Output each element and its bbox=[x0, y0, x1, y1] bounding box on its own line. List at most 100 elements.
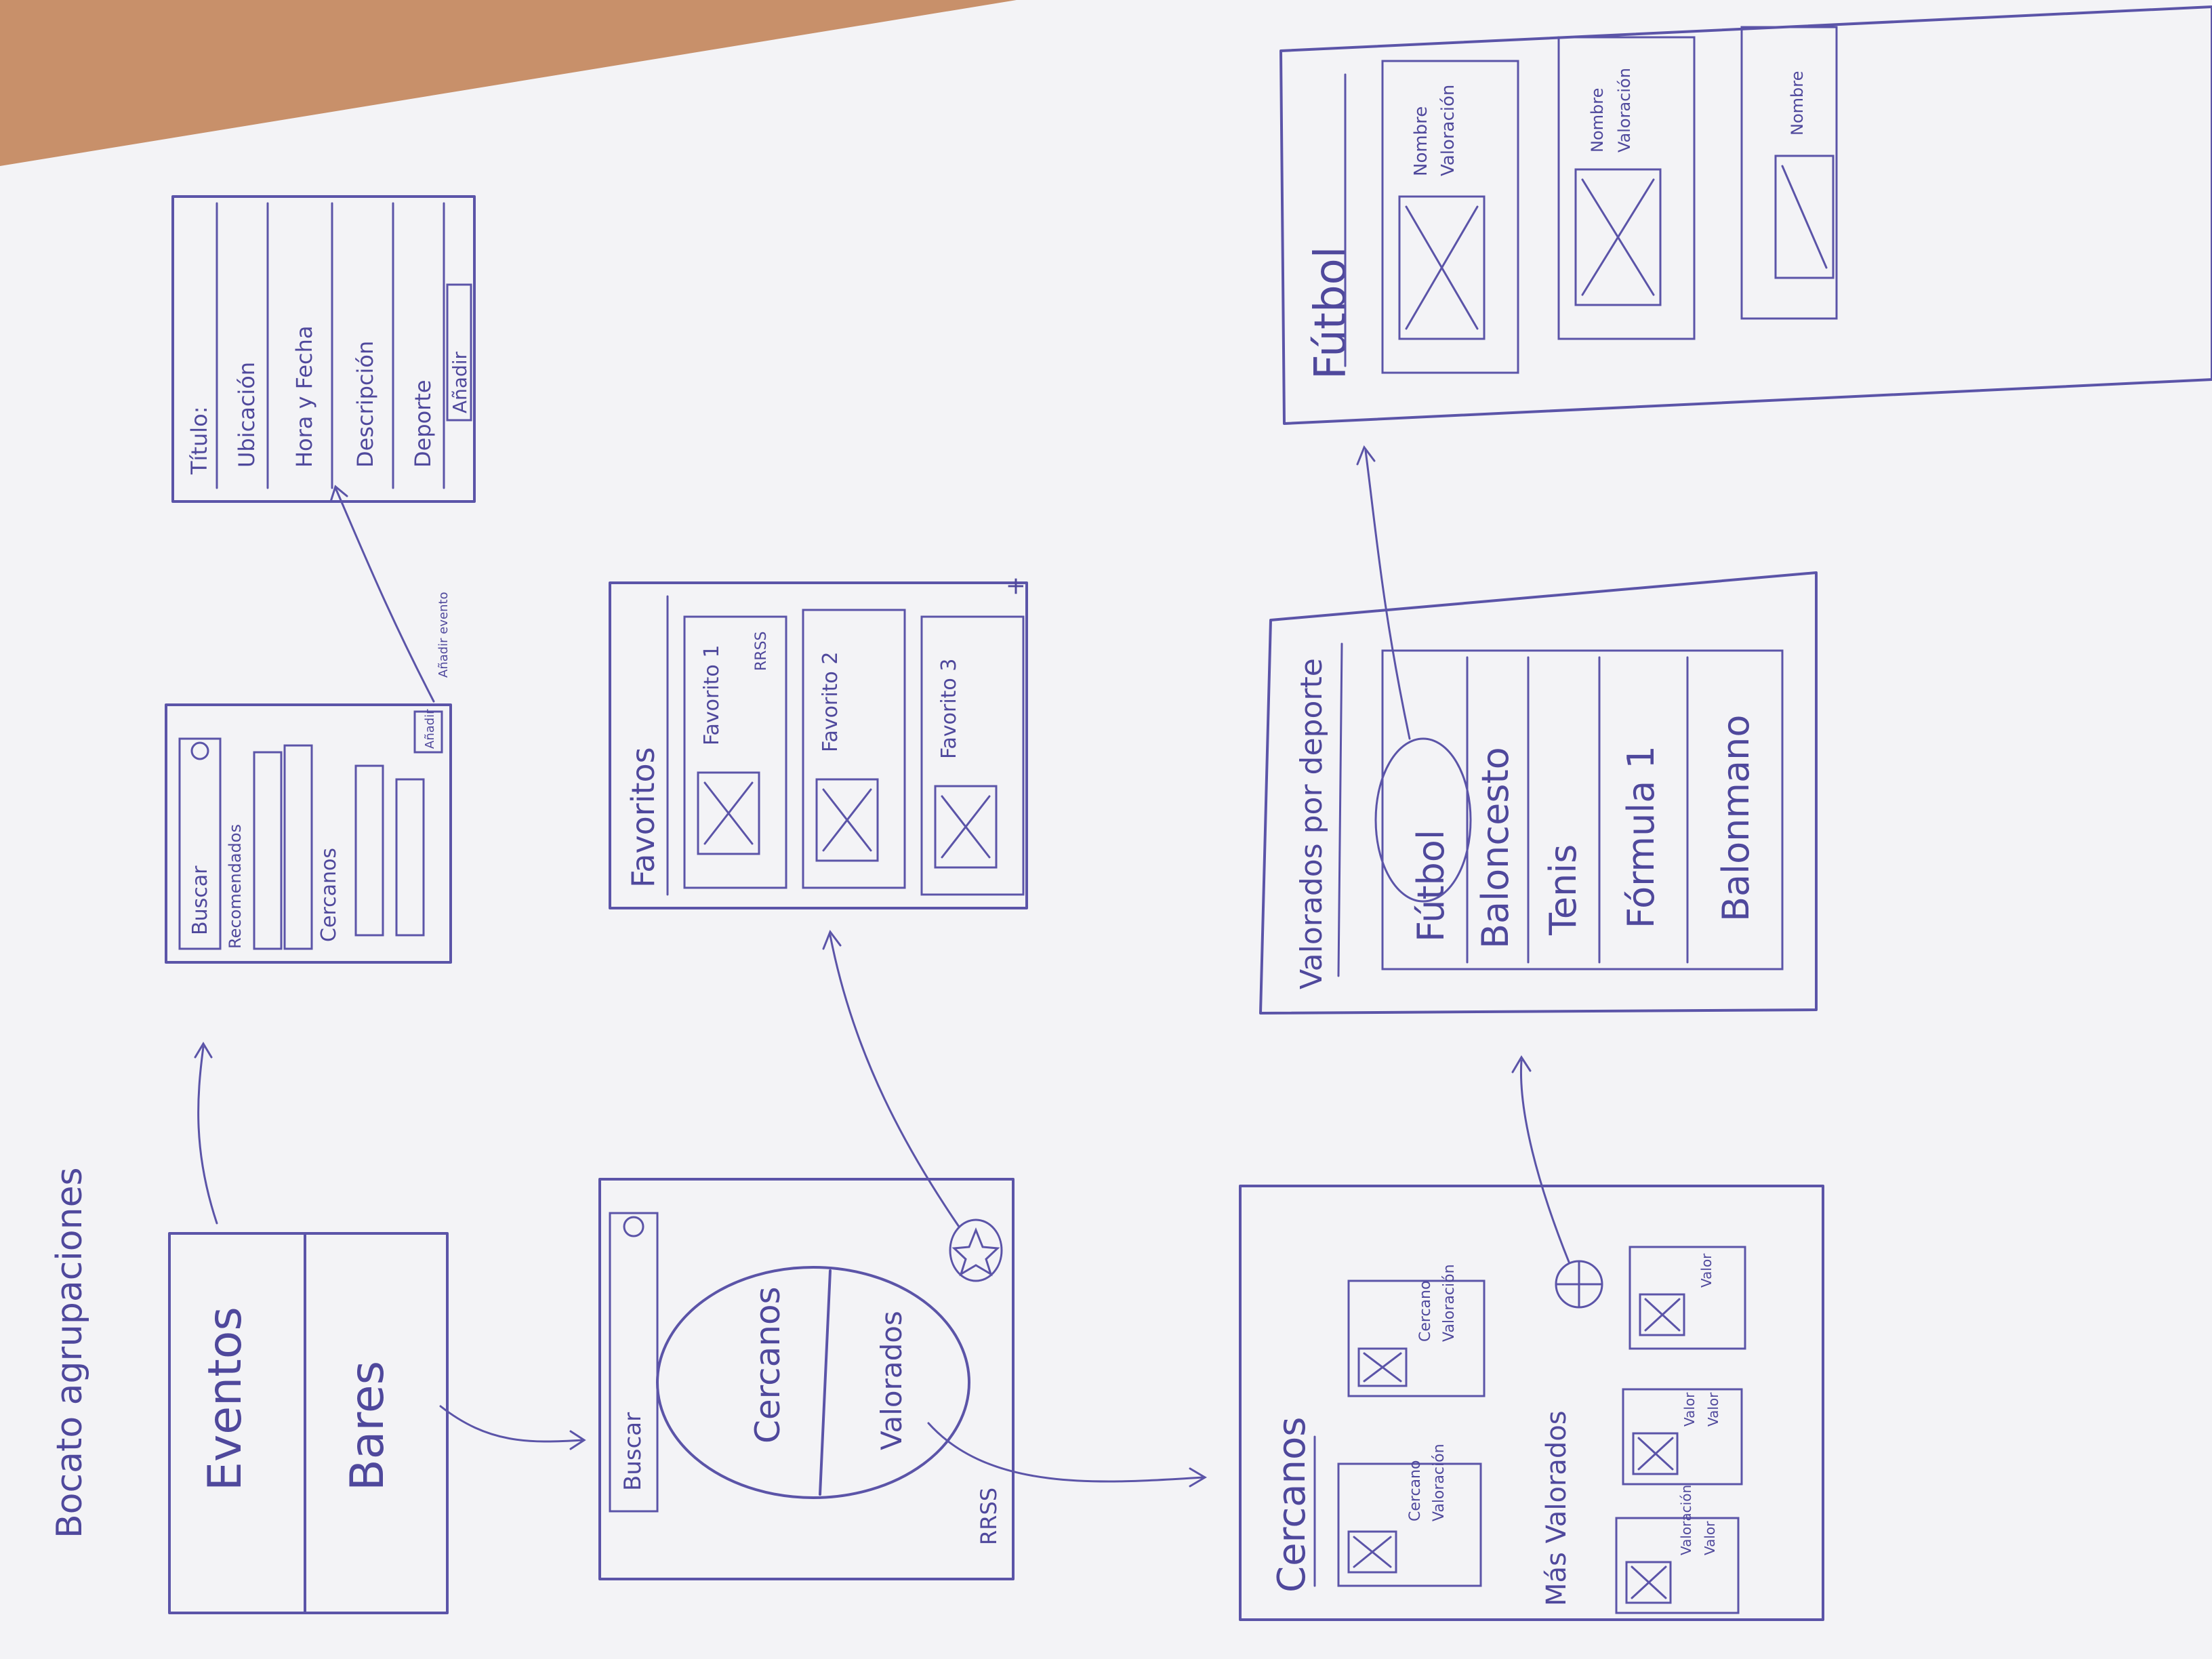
arrowhead-icon bbox=[1511, 1055, 1532, 1073]
events-search-label: Buscar bbox=[188, 865, 212, 935]
placeholder-x-icon bbox=[941, 795, 991, 859]
events-nearby-item-2[interactable] bbox=[395, 778, 425, 937]
events-recommended-item-2[interactable] bbox=[283, 744, 313, 950]
favorite-card-3[interactable] bbox=[920, 615, 1025, 896]
football-card-1-line2: Valoración bbox=[1438, 85, 1458, 176]
favorite-image-2 bbox=[815, 778, 879, 862]
football-card-2[interactable] bbox=[1557, 36, 1696, 340]
home-item-bares[interactable]: Bares bbox=[341, 1361, 394, 1491]
nearby-card-1-line2: Valoración bbox=[1431, 1443, 1448, 1521]
rated-card-1-line2: Valor bbox=[1702, 1521, 1718, 1555]
football-card-1-image bbox=[1398, 195, 1486, 340]
arrow-star-to-favorites bbox=[829, 934, 960, 1228]
screen-events-list: Buscar Recomendados Cercanos Añadir bbox=[165, 703, 452, 964]
form-field-title[interactable]: Título: bbox=[186, 406, 212, 475]
bars-options-divider bbox=[819, 1269, 832, 1496]
favorite-label-3: Favorito 3 bbox=[937, 659, 961, 759]
favorite-card-1[interactable] bbox=[683, 615, 787, 889]
sport-item-formula1[interactable]: Fórmula 1 bbox=[1620, 745, 1662, 928]
search-icon[interactable] bbox=[190, 741, 209, 760]
screen-add-event: Título: Ubicación Hora y Fecha Descripci… bbox=[171, 195, 476, 503]
arrow-add-event-label: Añadir evento bbox=[436, 592, 451, 678]
rated-card-2-line2: Valor bbox=[1705, 1392, 1721, 1427]
rated-card-3[interactable] bbox=[1629, 1246, 1746, 1350]
favorite-card-2[interactable] bbox=[802, 609, 906, 889]
star-icon[interactable] bbox=[951, 1227, 1000, 1277]
arrow-basketball-to-sport bbox=[1519, 1059, 1570, 1263]
favorite-label-2: Favorito 2 bbox=[819, 652, 842, 752]
events-add-label: Añadir bbox=[423, 709, 437, 749]
home-item-eventos[interactable]: Eventos bbox=[199, 1307, 252, 1491]
rated-card-1-line1: Valoración bbox=[1678, 1485, 1694, 1555]
sport-item-tennis[interactable]: Tenis bbox=[1542, 844, 1584, 936]
placeholder-x-icon bbox=[703, 781, 754, 845]
football-frame bbox=[1279, 5, 2212, 425]
sport-item-football[interactable]: Fútbol bbox=[1410, 830, 1452, 942]
events-nearby-label: Cercanos bbox=[317, 848, 341, 942]
sport-item-handball[interactable]: Balonmano bbox=[1715, 715, 1757, 922]
placeholder-x-icon bbox=[822, 788, 872, 852]
football-card-2-line1: Nombre bbox=[1588, 88, 1607, 152]
sketch-title: Bocato agrupaciones bbox=[49, 1167, 90, 1538]
arrowhead-icon bbox=[822, 929, 842, 950]
favorite-image-1 bbox=[697, 771, 760, 855]
rated-card-3-line1: Valor bbox=[1698, 1253, 1715, 1288]
nearby-card-2[interactable] bbox=[1347, 1279, 1486, 1397]
nearby-card-1[interactable] bbox=[1337, 1462, 1482, 1587]
form-field-description[interactable]: Descripción bbox=[352, 341, 378, 468]
events-nearby-item-1[interactable] bbox=[354, 764, 384, 937]
events-frame bbox=[165, 703, 452, 964]
form-field-location[interactable]: Ubicación bbox=[234, 362, 260, 468]
nearby-card-1-image bbox=[1347, 1530, 1397, 1574]
nearby-frame bbox=[1239, 1185, 1824, 1621]
bars-search-label: Buscar bbox=[619, 1412, 647, 1491]
arrow-eventos-to-list bbox=[197, 1046, 218, 1225]
arrowhead-icon bbox=[329, 485, 348, 503]
football-card-2-line2: Valoración bbox=[1615, 68, 1634, 152]
placeholder-x-icon bbox=[1631, 1565, 1667, 1599]
bars-footer-rrss: RRSS bbox=[976, 1488, 1002, 1545]
football-card-2-image bbox=[1574, 168, 1662, 306]
arrowhead-icon bbox=[569, 1430, 586, 1450]
events-recommended-item-1[interactable] bbox=[253, 751, 283, 950]
placeholder-x-icon bbox=[1644, 1298, 1681, 1332]
arrow-add-event bbox=[334, 487, 435, 703]
favorites-add-symbol[interactable]: + bbox=[1002, 576, 1029, 596]
screen-home: Eventos Bares bbox=[168, 1232, 449, 1614]
bars-option-nearby[interactable]: Cercanos bbox=[748, 1286, 787, 1443]
placeholder-x-icon bbox=[1781, 165, 1828, 269]
rated-card-2[interactable] bbox=[1622, 1388, 1743, 1486]
favorites-frame bbox=[609, 581, 1028, 909]
nearby-title: Cercanos bbox=[1270, 1417, 1314, 1593]
arrow-bares-to-main bbox=[439, 1405, 584, 1443]
arrowhead-icon bbox=[1189, 1467, 1207, 1488]
bars-search-box[interactable] bbox=[609, 1212, 659, 1513]
favorite-label-1: Favorito 1 bbox=[700, 645, 724, 745]
football-card-1-line1: Nombre bbox=[1411, 106, 1431, 176]
favorite-image-3 bbox=[934, 785, 998, 869]
football-card-3[interactable] bbox=[1740, 26, 1838, 320]
search-icon[interactable] bbox=[623, 1216, 644, 1237]
nearby-card-2-line2: Valoración bbox=[1441, 1264, 1458, 1342]
nearby-card-1-line1: Cercano bbox=[1407, 1460, 1424, 1521]
bars-option-rated[interactable]: Valorados bbox=[875, 1311, 908, 1450]
nearby-card-2-image bbox=[1357, 1347, 1408, 1387]
football-card-3-image bbox=[1774, 155, 1835, 279]
form-field-sport[interactable]: Deporte bbox=[410, 380, 436, 468]
form-add-button[interactable] bbox=[446, 283, 472, 422]
form-field-datetime[interactable]: Hora y Fecha bbox=[291, 325, 317, 468]
screen-football: Fútbol Nombre Valoración Nombre Valoraci… bbox=[1279, 5, 2212, 425]
favorites-star-icon[interactable] bbox=[949, 1218, 1003, 1282]
favorites-title: Favoritos bbox=[625, 747, 661, 888]
events-search-box[interactable] bbox=[178, 737, 222, 950]
events-recommended-label: Recomendados bbox=[226, 824, 245, 949]
flow-arrows: Añadir evento bbox=[194, 445, 1570, 1488]
football-card-1[interactable] bbox=[1381, 60, 1519, 374]
events-add-button[interactable] bbox=[413, 710, 443, 754]
sport-item-basketball[interactable]: Baloncesto bbox=[1474, 747, 1517, 949]
rated-card-1[interactable] bbox=[1615, 1517, 1740, 1614]
nearby-card-2-line1: Cercano bbox=[1417, 1281, 1434, 1342]
rated-card-2-image bbox=[1632, 1432, 1679, 1475]
bars-options-circle bbox=[656, 1266, 970, 1499]
